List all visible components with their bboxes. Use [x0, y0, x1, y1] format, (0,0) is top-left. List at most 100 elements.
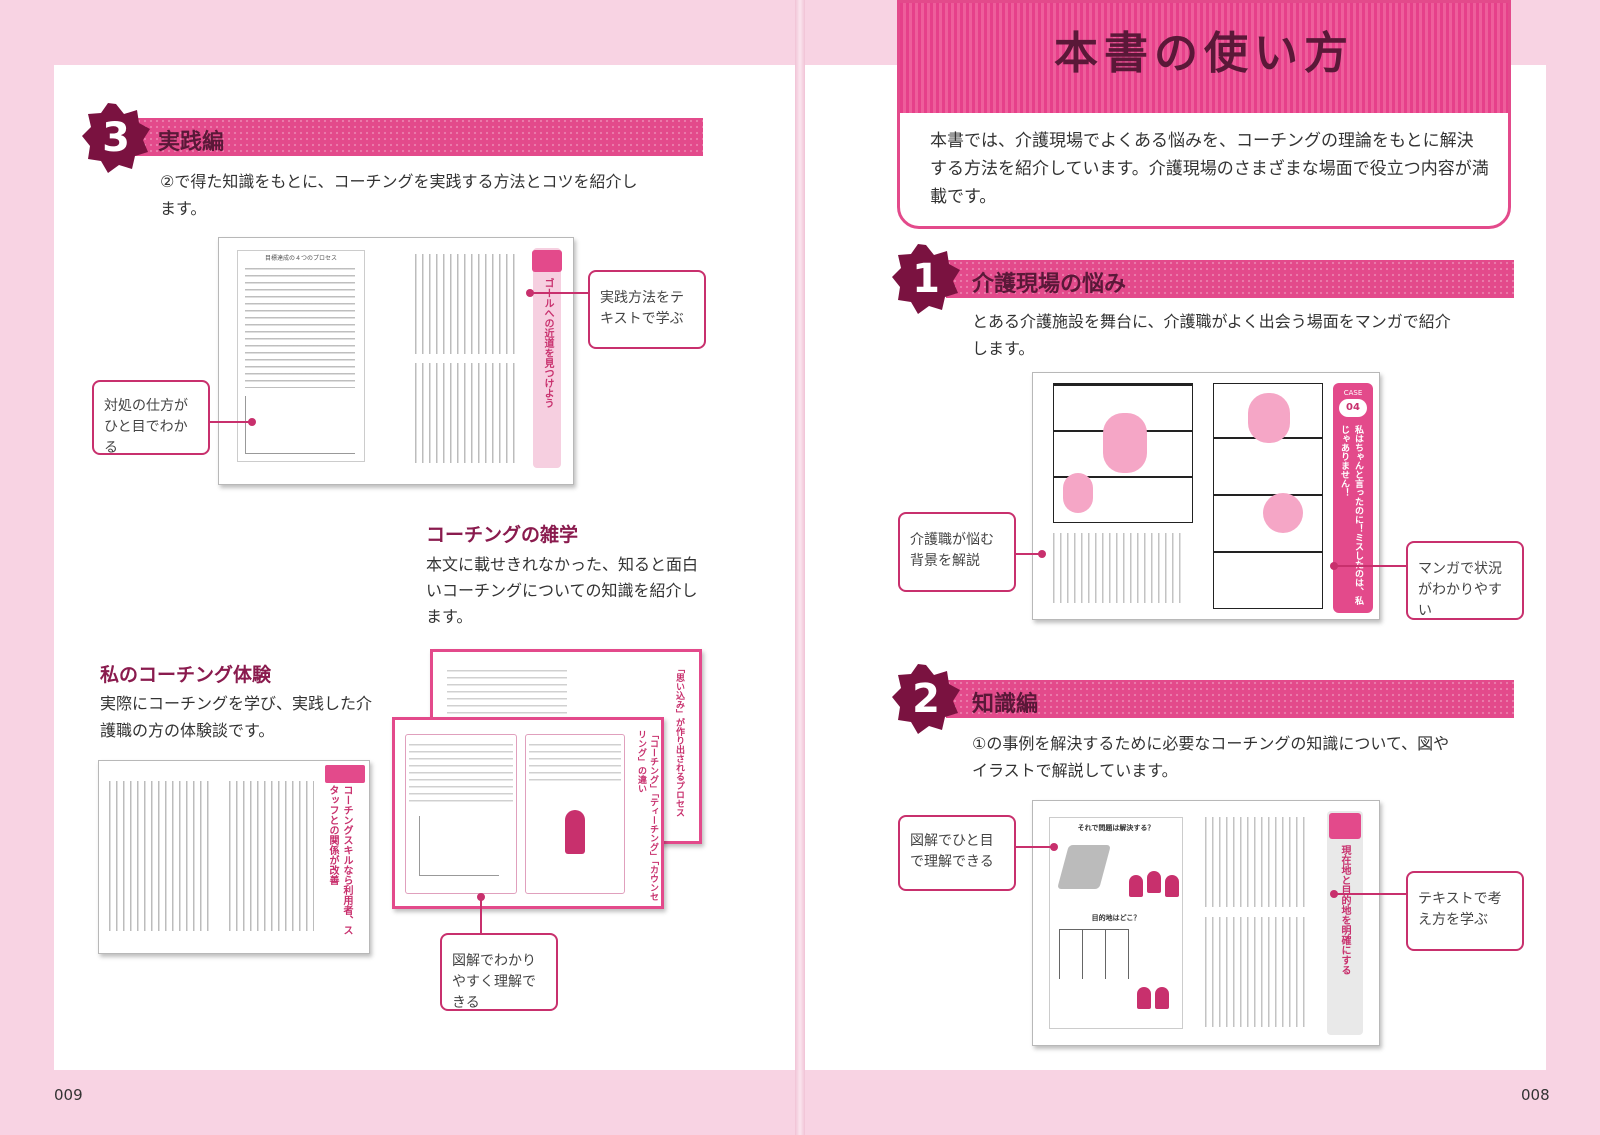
callout-dot: [477, 893, 485, 901]
diagram-panel: [1049, 817, 1183, 1029]
person-icon: [1137, 987, 1151, 1009]
section3-title: 実践編: [158, 130, 225, 155]
callout-dot: [1330, 890, 1338, 898]
callout-dot: [248, 418, 256, 426]
manga-character: [1103, 413, 1147, 473]
header-description: 本書では、介護現場でよくある悩みを、コーチングの理論をもとに解決する方法を紹介し…: [930, 131, 1489, 207]
badge-seal-icon: [82, 103, 150, 173]
right-page-number: 008: [1521, 1086, 1550, 1104]
trivia-heading-back: 「思い込み」が作り出されるプロセス: [674, 664, 684, 817]
callout-leader: [1016, 553, 1042, 555]
comparison-box: [525, 734, 625, 894]
practice-heading-bar: [533, 248, 561, 468]
map-diagram: [1059, 929, 1129, 979]
experience-heading: コーチングスキルなら利用者、スタッフとの関係が改善: [327, 785, 352, 935]
callout-dot: [1330, 562, 1338, 570]
box-text: [409, 744, 513, 804]
section3-description: ②で得た知識をもとに、コーチングを実践する方法とコツを紹介します。: [160, 172, 638, 218]
manga-panels-left: [1053, 383, 1193, 523]
trivia-title: コーチングの雑学: [426, 524, 579, 546]
practice-tag-icon: [532, 250, 562, 272]
section2-badge: 2: [890, 663, 962, 735]
callout-learn-thinking: テキストで考え方を学ぶ: [1406, 871, 1524, 951]
section1-description: とある介護施設を舞台に、介護職がよく出会う場面をマンガで紹介します。: [972, 312, 1451, 358]
box-text: [529, 744, 621, 784]
section1-band: [946, 260, 1514, 298]
callout-easy-understanding: 図解でわかりやすく理解できる: [440, 933, 558, 1011]
person-icon: [1165, 875, 1179, 897]
section2-band: [946, 680, 1514, 718]
callout-dot: [526, 289, 534, 297]
badge-seal-icon: [892, 664, 960, 734]
callout-manga-situation: マンガで状況がわかりやすい: [1406, 541, 1524, 620]
case-label: CASE: [1343, 389, 1363, 397]
knowledge-tag-icon: [1329, 813, 1361, 839]
callout-leader: [480, 897, 482, 933]
knowledge-heading: 現在地と目的地を明確にする: [1339, 845, 1350, 975]
practice-page-thumbnail: 目標達成の４つのプロセス ゴールへの近道を見つけよう: [218, 237, 574, 485]
case-tag: [1333, 383, 1373, 613]
knowledge-page-thumbnail: それで問題は解決する？ 目的地はどこ？ 現在地と目的地を明確にする: [1032, 800, 1380, 1046]
book-gutter: [795, 0, 805, 1135]
experience-title: 私のコーチング体験: [100, 664, 272, 686]
case-number: 04: [1339, 399, 1367, 417]
callout-leader: [1334, 565, 1408, 567]
trivia-page-thumbnail-front: 「コーチング」「ティーチング」「カウンセリング」の違い: [392, 717, 664, 909]
callout-dot: [1050, 843, 1058, 851]
diagram-title: 目標達成の４つのプロセス: [264, 255, 337, 262]
body-text-columns-lower: [415, 363, 515, 463]
person-icon: [1147, 871, 1161, 893]
callout-leader: [532, 292, 588, 294]
section3-badge: 3: [80, 102, 152, 174]
knowledge-heading-bar: [1327, 811, 1363, 1035]
header-title: 本書の使い方: [1054, 28, 1354, 79]
section2-title: 知識編: [972, 692, 1039, 717]
section1-title: 介護現場の悩み: [972, 272, 1127, 297]
body-text-columns: [415, 254, 515, 354]
callout-background-explained: 介護職が悩む背景を解説: [898, 512, 1016, 592]
callout-leader: [1334, 893, 1408, 895]
callout-diagram-glance: 図解でひと目で理解できる: [898, 815, 1016, 891]
callout-leader: [210, 421, 252, 423]
body-text-columns: [109, 781, 214, 931]
person-icon: [1155, 987, 1169, 1009]
section2-description: ①の事例を解決するために必要なコーチングの知識について、図やイラストで解説してい…: [972, 734, 1450, 780]
mini-chart: [419, 816, 499, 876]
diagram-steps: [245, 268, 355, 388]
body-text-columns: [1205, 817, 1305, 907]
knowledge-question-1: それで問題は解決する？: [1077, 824, 1155, 832]
manga-character: [1263, 493, 1303, 533]
person-icon: [565, 810, 585, 854]
callout-how-to-handle: 対処の仕方がひと目でわかる: [92, 380, 210, 456]
section1-badge: 1: [890, 243, 962, 315]
section2-number: 2: [912, 676, 940, 722]
callout-leader: [1016, 846, 1052, 848]
diagram-panel: [237, 250, 365, 462]
section3-band: [130, 118, 703, 156]
badge-seal-icon: [892, 244, 960, 314]
knowledge-question-2: 目的地はどこ？: [1091, 914, 1141, 922]
manga-heading: 私はちゃんと言ったのに！ミスしたのは、私じゃありません！: [1339, 425, 1363, 605]
trivia-description: 本文に載せきれなかった、知ると面白いコーチングについての知識を紹介します。: [426, 555, 699, 626]
experience-description: 実際にコーチングを学び、実践した介護職の方の体験談です。: [100, 694, 373, 740]
person-icon: [1129, 875, 1143, 897]
experience-page-thumbnail: コーチングスキルなら利用者、スタッフとの関係が改善: [98, 760, 370, 954]
body-text-columns: [229, 781, 314, 931]
manga-page-thumbnail: CASE 04 私はちゃんと言ったのに！ミスしたのは、私じゃありません！: [1032, 372, 1380, 620]
trivia-heading-front: 「コーチング」「ティーチング」「カウンセリング」の違い: [636, 730, 658, 901]
header-band: [900, 3, 1508, 113]
how-to-use-header: 本書の使い方 本書では、介護現場でよくある悩みを、コーチングの理論をもとに解決す…: [897, 0, 1511, 229]
section1-number: 1: [912, 256, 940, 302]
callout-dot: [1038, 550, 1046, 558]
callout-learn-practice: 実践方法をテキストで学ぶ: [588, 270, 706, 349]
left-page-number: 009: [54, 1086, 83, 1104]
body-text-columns: [1053, 533, 1183, 603]
body-text-columns: [1205, 917, 1305, 1027]
manga-character: [1063, 473, 1093, 513]
diagram-chart: [245, 396, 355, 454]
comparison-box: [405, 734, 517, 894]
section3-number: 3: [102, 115, 130, 161]
experience-tag: [325, 765, 365, 783]
manga-character: [1248, 393, 1290, 443]
practice-heading: ゴールへの近道を見つけよう: [542, 278, 553, 408]
